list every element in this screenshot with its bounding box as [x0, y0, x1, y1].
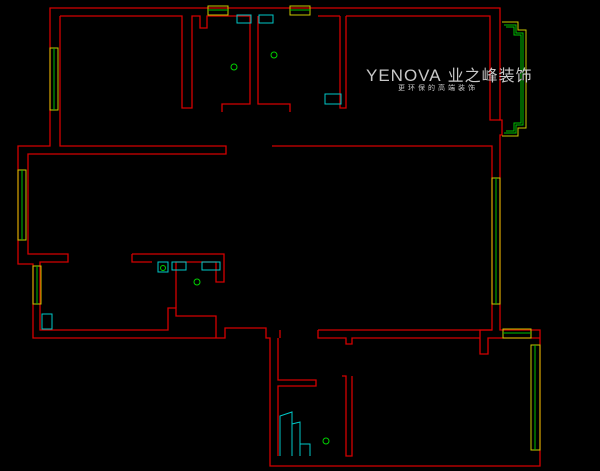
- brand-logo: YENOVA 业之峰装饰: [366, 62, 533, 86]
- walls: [17, 7, 541, 467]
- light-icon: [160, 265, 166, 271]
- wardrobe: [279, 411, 311, 456]
- light-icon: [193, 278, 201, 286]
- light-icon: [270, 51, 278, 59]
- light-icon: [230, 63, 238, 71]
- bay-window-inner: [504, 24, 524, 134]
- toilet: [324, 93, 342, 105]
- toilet: [41, 313, 53, 330]
- stove: [171, 261, 187, 271]
- light-icon: [322, 437, 330, 445]
- brand-name-cn: 业之峰装饰: [447, 66, 533, 85]
- sink: [201, 261, 221, 271]
- window-lines: [21, 9, 536, 450]
- inner-wall-bath: [277, 329, 492, 457]
- outer-wall: [17, 7, 541, 467]
- brand-slogan: 更环保的高端装饰: [398, 84, 478, 92]
- washbasin: [236, 14, 252, 24]
- fixtures: [41, 14, 342, 456]
- windows: [17, 5, 541, 451]
- stove: [157, 261, 169, 273]
- washbasin: [258, 14, 274, 24]
- inner-wall-bedroom1: [27, 15, 291, 338]
- bay-window: [502, 21, 527, 137]
- lights: [160, 51, 330, 445]
- inner-wall-bedroom2: [272, 15, 540, 355]
- brand-name-en: YENOVA: [366, 66, 442, 85]
